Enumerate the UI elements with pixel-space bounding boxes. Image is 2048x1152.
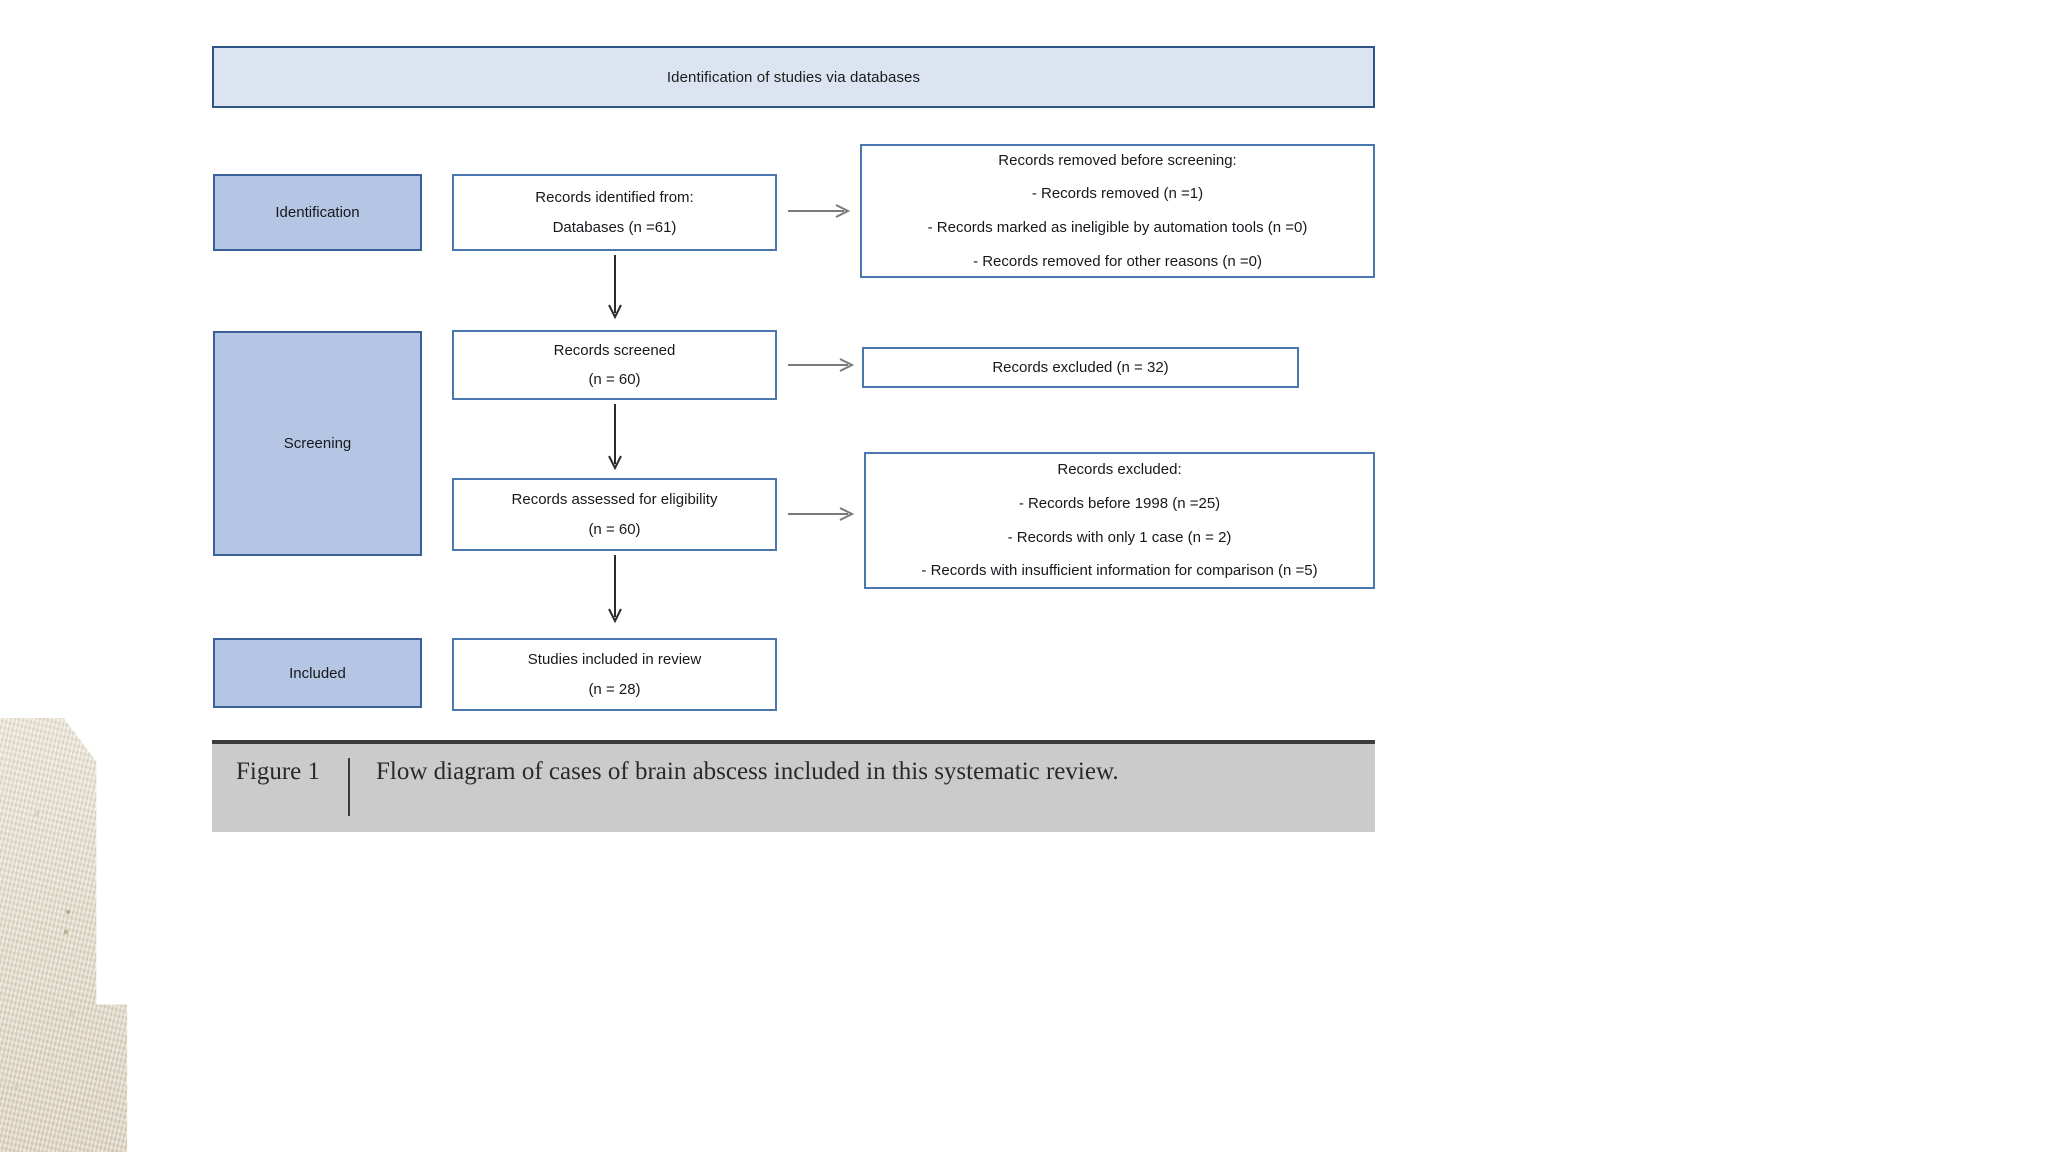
node-line: - Records before 1998 (n =25) [1018, 494, 1221, 512]
node-records-excluded-screened: Records excluded (n = 32) [862, 347, 1299, 388]
arrow-identified-to-removed [788, 203, 854, 219]
figure-caption-bar: Figure 1 Flow diagram of cases of brain … [212, 740, 1375, 832]
node-line: Records excluded (n = 32) [992, 358, 1169, 376]
stage-label-text: Screening [283, 435, 352, 452]
node-records-identified: Records identified from: Databases (n =6… [452, 174, 777, 251]
node-line: Records assessed for eligibility [511, 491, 718, 509]
banner-identification-of-studies: Identification of studies via databases [212, 46, 1375, 108]
node-records-excluded-eligibility: Records excluded: - Records before 1998 … [864, 452, 1375, 589]
node-line: - Records marked as ineligible by automa… [927, 219, 1308, 236]
stage-label-screening: Screening [213, 331, 422, 556]
node-line: Records excluded: [1057, 461, 1182, 478]
figure-caption-text: Flow diagram of cases of brain abscess i… [376, 758, 1119, 785]
node-line: - Records with only 1 case (n = 2) [1007, 528, 1232, 546]
node-line: - Records removed (n =1) [1031, 185, 1204, 203]
node-records-screened: Records screened (n = 60) [452, 330, 777, 400]
node-line: (n = 28) [588, 680, 641, 698]
banner-title: Identification of studies via databases [666, 68, 921, 86]
paper-texture-artifact [0, 718, 128, 1152]
node-line: (n = 60) [588, 520, 641, 538]
node-records-assessed-eligibility: Records assessed for eligibility (n = 60… [452, 478, 777, 551]
node-records-removed-before-screening: Records removed before screening: - Reco… [860, 144, 1375, 278]
arrow-screened-to-eligibility [606, 404, 624, 474]
arrow-eligibility-to-excluded [788, 506, 858, 522]
arrow-identified-to-screened [606, 255, 624, 323]
node-line: Studies included in review [527, 651, 702, 669]
node-studies-included-in-review: Studies included in review (n = 28) [452, 638, 777, 711]
stage-label-included: Included [213, 638, 422, 708]
node-line: - Records with insufficient information … [921, 562, 1318, 580]
arrow-eligibility-to-included [606, 555, 624, 627]
stage-label-text: Identification [275, 204, 360, 221]
stage-label-text: Included [289, 664, 346, 682]
node-line: Records removed before screening: [998, 151, 1237, 169]
node-line: Records screened [553, 341, 676, 359]
stage-label-identification: Identification [213, 174, 422, 251]
caption-divider [348, 758, 350, 816]
node-line: (n = 60) [588, 371, 641, 388]
node-line: Records identified from: [535, 189, 694, 207]
node-line: Databases (n =61) [552, 218, 677, 236]
arrow-screened-to-excluded [788, 357, 858, 373]
figure-caption-label: Figure 1 [236, 758, 321, 785]
node-line: - Records removed for other reasons (n =… [973, 252, 1262, 270]
